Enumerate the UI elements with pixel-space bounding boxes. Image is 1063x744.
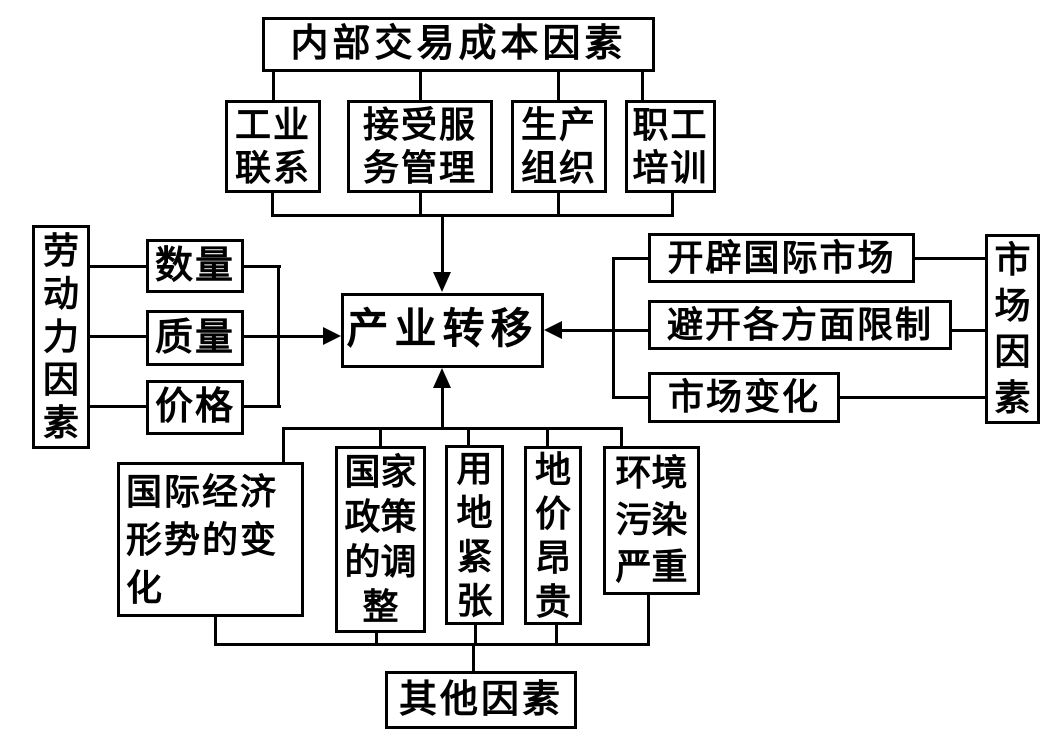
connector-market-row3-left — [612, 396, 650, 399]
connector-top-stub-3 — [557, 70, 560, 102]
connector-bottom-stub-up-4 — [555, 623, 558, 646]
connector-arrow-up-line — [441, 384, 444, 430]
box-serious-environmental-pollution: 环境污染严重 — [603, 446, 700, 595]
arrowhead-left-icon — [544, 321, 562, 339]
connector-bottom-stub-up-3 — [474, 623, 477, 646]
connector-bottom-stub-up-2 — [375, 631, 378, 646]
box-expensive-land-price: 地价昂贵 — [524, 446, 582, 625]
arrowhead-right-icon — [323, 327, 341, 345]
connector-topbus-stub-4 — [671, 191, 674, 217]
arrowhead-down-icon — [433, 272, 451, 292]
box-labor-quality: 质量 — [146, 310, 244, 366]
box-international-economic-situation: 国际经济形势的变化 — [117, 462, 304, 617]
connector-arrow-right-line — [242, 335, 325, 338]
connector-top-bus — [271, 214, 674, 217]
box-labor-force-factors: 劳动力因素 — [32, 225, 90, 449]
connector-bottom-stub-down-3 — [467, 427, 470, 447]
box-other-factors: 其他因素 — [385, 671, 577, 729]
box-production-organization: 生产组织 — [511, 100, 607, 193]
connector-bottom-stub-up-1 — [214, 615, 217, 646]
connector-topbus-stub-3 — [557, 191, 560, 217]
connector-bottom-stub-down-4 — [546, 427, 549, 448]
connector-bottom-stub-down-1 — [282, 427, 285, 464]
connector-topbus-stub-1 — [271, 191, 274, 217]
connector-labor-row3-right — [242, 405, 281, 408]
connector-arrow-down-line — [441, 214, 444, 274]
connector-market-row1-right — [913, 257, 987, 260]
box-labor-quantity: 数量 — [146, 239, 244, 293]
connector-top-stub-1 — [272, 70, 275, 102]
connector-labor-row1-left — [88, 265, 148, 268]
connector-market-collector — [612, 257, 615, 399]
box-avoid-restrictions: 避开各方面限制 — [648, 300, 952, 350]
arrowhead-up-icon — [433, 368, 451, 388]
box-land-shortage: 用地紧张 — [445, 445, 504, 625]
connector-topbus-stub-2 — [419, 191, 422, 217]
connector-labor-row3-left — [88, 405, 148, 408]
connector-market-row1-left — [612, 257, 650, 260]
connector-labor-row2-left — [88, 335, 148, 338]
connector-market-row3-right — [838, 396, 987, 399]
box-service-management: 接受服务管理 — [347, 100, 493, 193]
box-national-policy-adjustment: 国家政策的调整 — [335, 446, 426, 633]
connector-labor-row1-right — [242, 265, 281, 268]
box-industrial-links: 工业联系 — [225, 100, 321, 193]
box-industrial-transfer: 产业转移 — [341, 293, 544, 368]
connector-bottom-stub-down-5 — [620, 427, 623, 448]
connector-top-stub-4 — [641, 70, 644, 102]
box-staff-training: 职工培训 — [625, 100, 716, 193]
connector-arrow-left-line — [560, 329, 650, 332]
connector-bottom-stub-up-5 — [647, 593, 650, 646]
box-market-changes: 市场变化 — [648, 372, 840, 423]
connector-bottom-lower-bus — [214, 643, 650, 646]
connector-other-factors-stub — [472, 643, 475, 673]
box-market-factors: 市场因素 — [985, 234, 1040, 424]
box-internal-transaction-cost-factors: 内部交易成本因素 — [262, 17, 655, 72]
connector-top-stub-2 — [419, 70, 422, 102]
connector-market-row2-right — [950, 329, 987, 332]
connector-bottom-upper-bus — [282, 427, 623, 430]
connector-bottom-stub-down-2 — [379, 427, 382, 448]
box-labor-price: 价格 — [146, 380, 244, 435]
box-open-international-markets: 开辟国际市场 — [648, 233, 915, 283]
